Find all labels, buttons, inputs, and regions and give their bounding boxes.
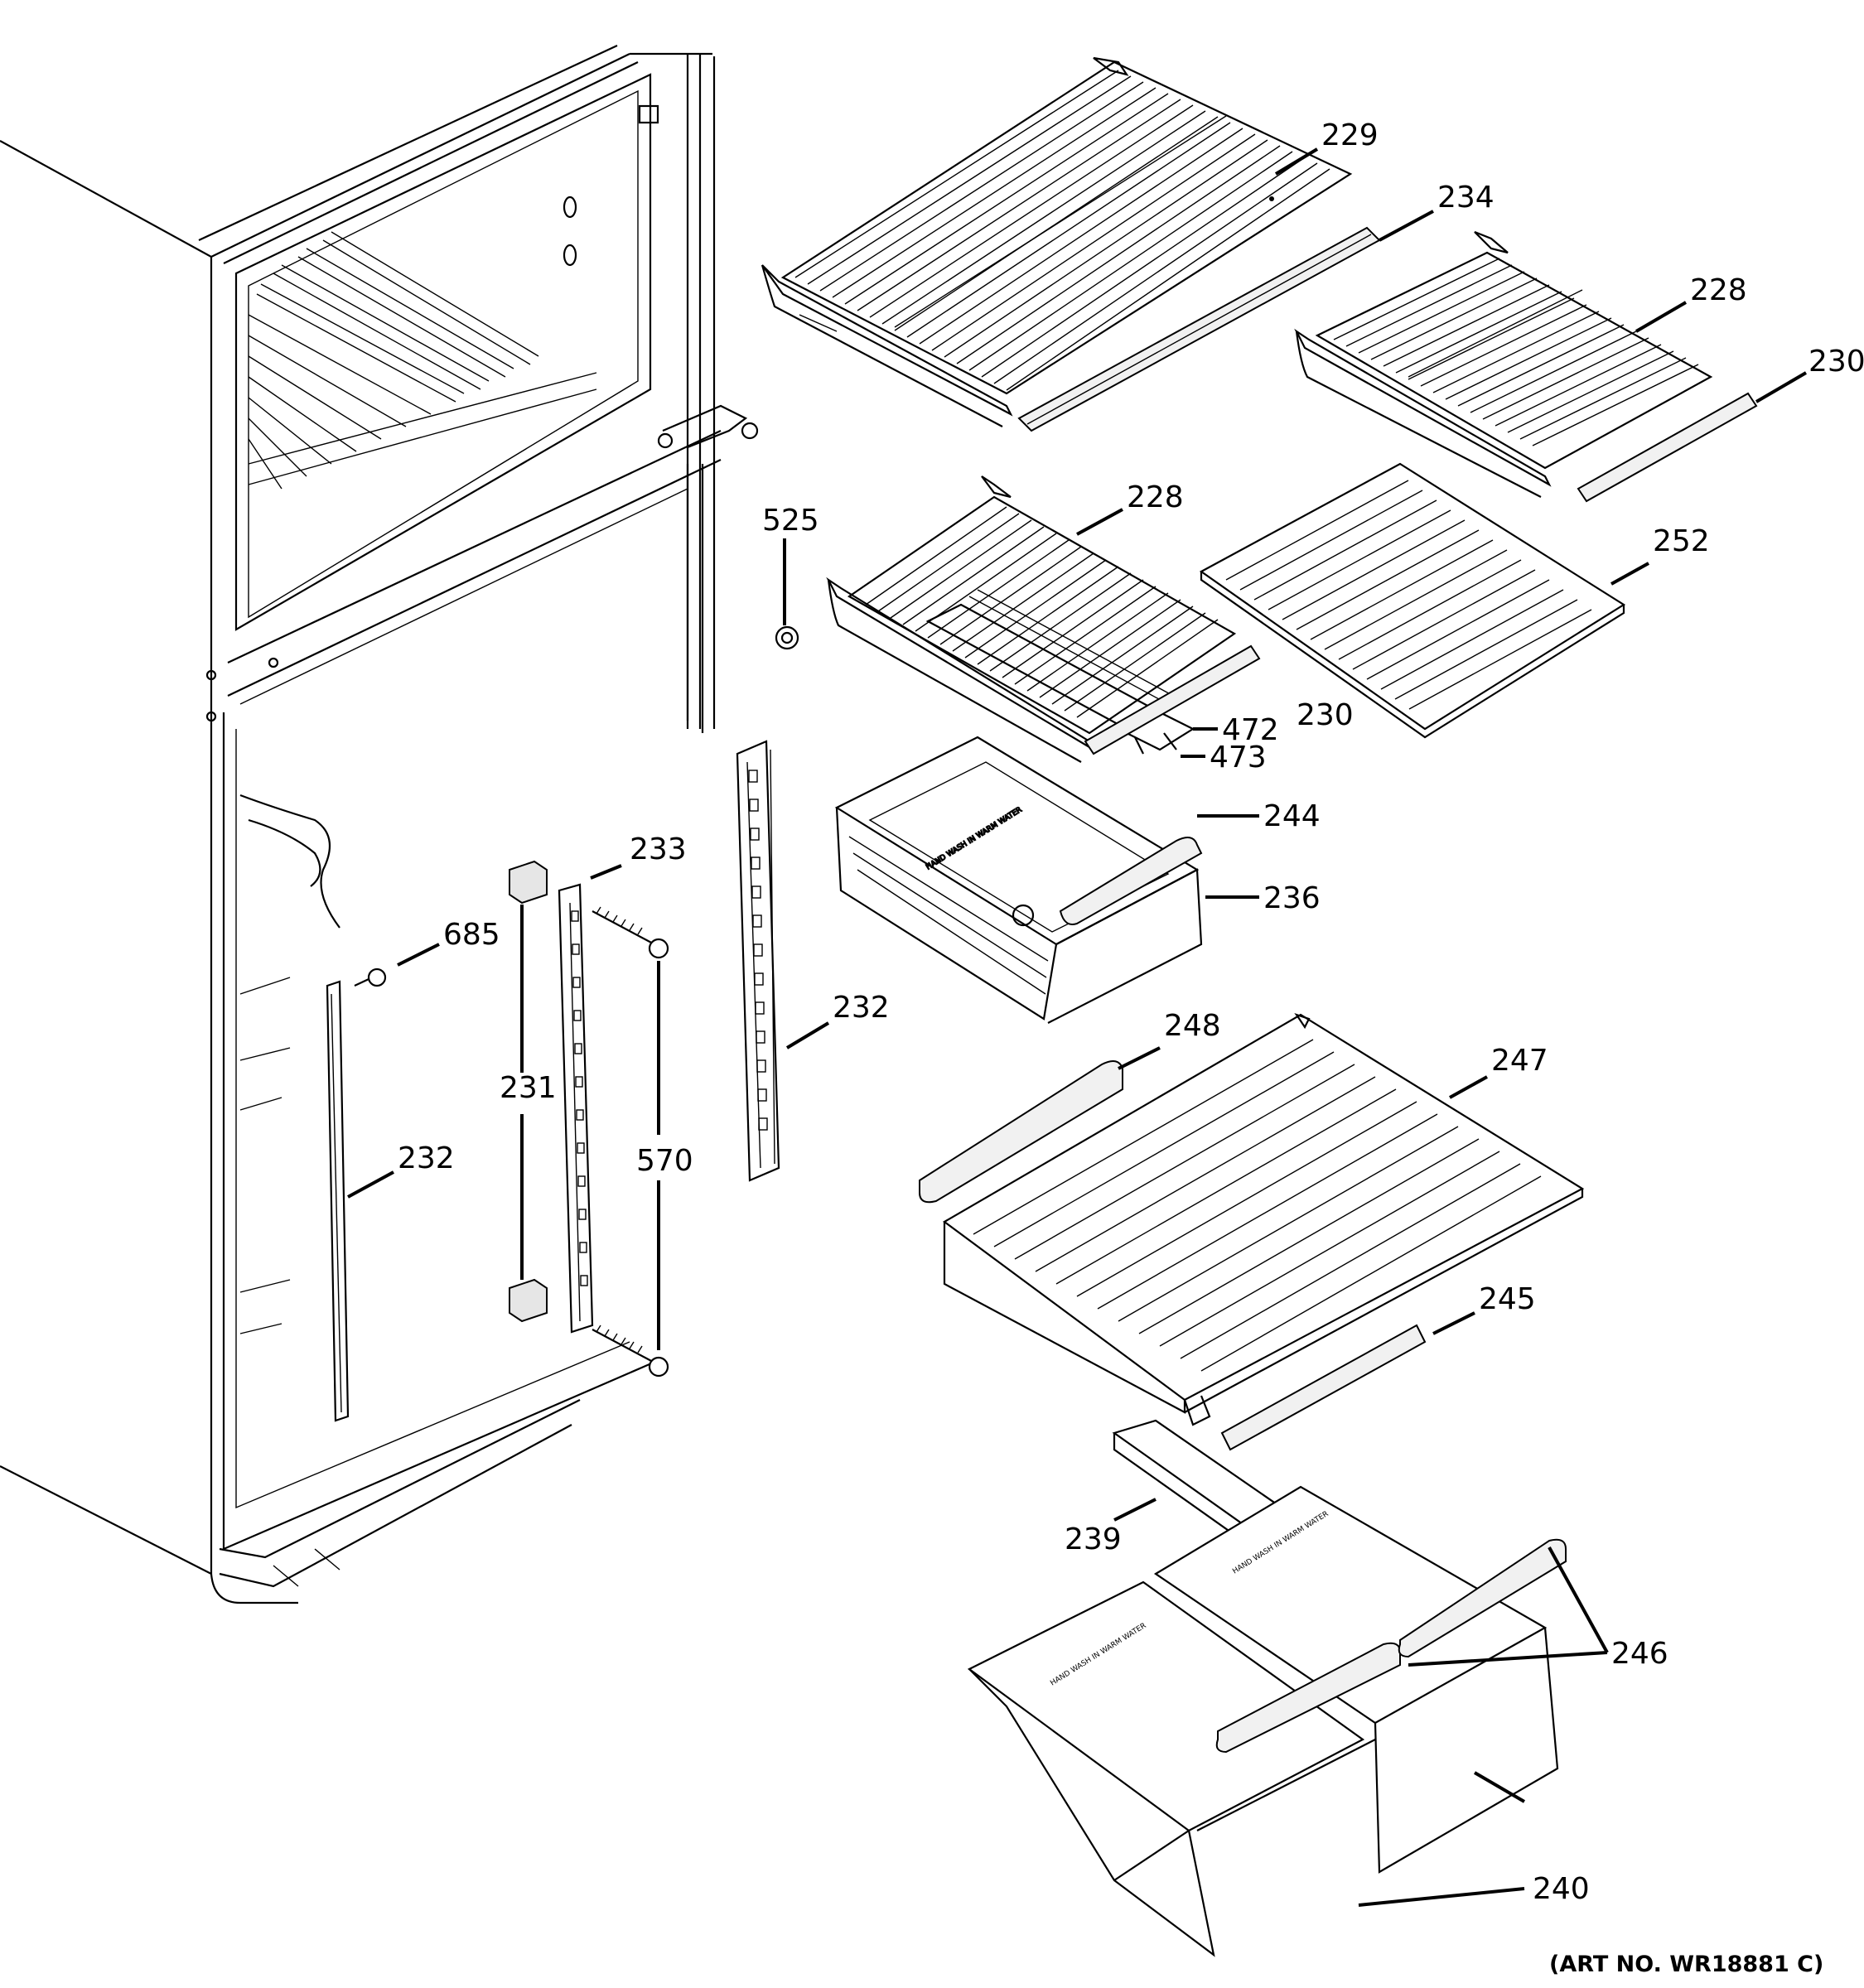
center-rail-233	[558, 883, 594, 1334]
left-rail-232	[326, 980, 350, 1422]
callout-228-upper: 228	[1690, 273, 1747, 307]
refrigerator-cabinet	[0, 45, 759, 1604]
pan-cover-244	[1059, 837, 1203, 925]
callouts: 229 234 228 230 525 228 252 472 230 473 …	[398, 118, 1864, 1977]
screws-570	[592, 906, 669, 1378]
crisper-drawer-240-left: HAND WASH IN WARM WATER	[967, 1580, 1365, 1957]
shelf-trim-230-lower	[1084, 644, 1261, 755]
callout-234: 234	[1437, 181, 1495, 215]
callout-239: 239	[1065, 1522, 1122, 1556]
cover-trim-248	[919, 1060, 1123, 1204]
callout-245: 245	[1479, 1282, 1536, 1316]
callout-252: 252	[1653, 524, 1710, 558]
crisper-cover-247	[943, 1012, 1585, 1426]
callout-232-left: 232	[398, 1141, 455, 1175]
cover-trim-245	[1220, 1324, 1427, 1451]
rail-slots	[748, 770, 768, 1131]
screw-685	[354, 967, 387, 987]
callout-236: 236	[1263, 881, 1321, 915]
callout-233: 233	[630, 832, 687, 866]
screw-525	[775, 625, 799, 650]
callout-570: 570	[636, 1144, 693, 1178]
wire-shelf-228-lower	[826, 475, 1237, 763]
crisper-trim-246	[1215, 1538, 1567, 1754]
callout-473: 473	[1210, 741, 1267, 774]
art-number: (ART NO. WR18881 C)	[1549, 1952, 1823, 1977]
callout-232-right: 232	[833, 991, 890, 1025]
callout-244: 244	[1263, 799, 1321, 833]
wire-shelf-228-upper	[1294, 230, 1713, 498]
spacer-231	[509, 860, 548, 1323]
freezer-ribs	[248, 231, 539, 490]
callout-230-upper: 230	[1808, 345, 1864, 379]
shelf-trim-230-upper	[1577, 392, 1758, 503]
callout-685: 685	[443, 918, 500, 952]
callout-229: 229	[1321, 118, 1379, 152]
leader-lines	[347, 147, 1808, 1907]
callout-525: 525	[762, 504, 819, 538]
callout-246: 246	[1611, 1637, 1668, 1671]
callout-472: 472	[1222, 713, 1279, 747]
callout-231: 231	[500, 1071, 557, 1105]
right-rail-232	[736, 740, 780, 1182]
wire-shelf-229	[761, 56, 1353, 427]
callout-247: 247	[1491, 1044, 1548, 1078]
shelf-panel-252	[1199, 462, 1626, 739]
callout-230-lower: 230	[1297, 698, 1354, 732]
callout-240: 240	[1533, 1872, 1590, 1906]
callout-228-lower: 228	[1127, 480, 1184, 514]
callout-248: 248	[1164, 1009, 1221, 1043]
